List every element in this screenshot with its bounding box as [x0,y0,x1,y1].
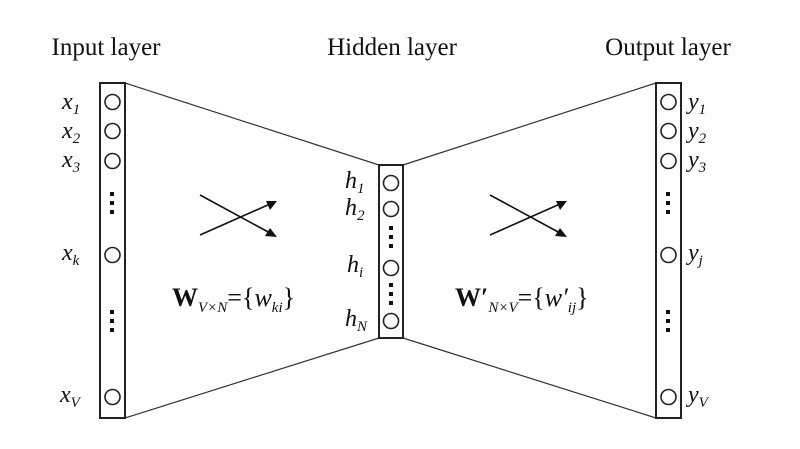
output-label: y1 [686,89,706,118]
input-node [104,388,121,406]
output-label: yV [686,382,710,411]
hidden-node [382,200,400,218]
hidden-layer-box [378,164,404,339]
weight-matrix-right-label: W′N×V={w′ij} [455,283,589,316]
input-ellipsis [110,310,114,332]
output-node [660,388,677,406]
input-node [104,122,121,140]
input-layer-title: Input layer [52,34,162,61]
input-label: xV [59,382,82,411]
input-layer-box [99,82,126,419]
hidden-label: hN [345,306,368,335]
hidden-label: h2 [345,195,365,224]
edge-output-top [402,82,657,166]
weight-matrix-left-label: WV×N={wki} [172,283,295,316]
input-label: x1 [61,89,80,118]
hidden-layer-title: Hidden layer [327,34,457,61]
input-label: x3 [61,147,80,176]
hidden-node [382,174,400,192]
output-label: y2 [686,118,707,147]
output-layer-box [655,82,682,419]
output-layer-title: Output layer [605,34,731,61]
edge-input-top [124,82,380,166]
output-label: yj [686,240,703,269]
input-layer [99,82,126,419]
hidden-layer [378,164,404,339]
hidden-node [382,312,400,330]
input-ellipsis [110,192,114,214]
hidden-ellipsis [389,226,393,248]
input-node [104,93,121,111]
input-label: xk [61,240,80,269]
output-node [660,122,677,140]
output-ellipsis [666,310,670,332]
input-label: x2 [61,118,81,147]
edge-input-bottom [124,337,380,419]
hidden-node [382,259,400,277]
output-node [660,93,677,111]
input-node [104,246,121,264]
hidden-label: h1 [345,168,365,197]
hidden-ellipsis [389,283,393,305]
edge-output-bottom [402,337,657,419]
input-node [104,152,121,170]
output-layer [655,82,682,419]
output-label: y3 [686,147,706,176]
output-node [660,246,677,264]
crossed-arrows-icon [199,194,277,237]
crossed-arrows-icon [489,194,567,237]
output-node [660,152,677,170]
output-ellipsis [666,192,670,214]
hidden-label: hi [347,252,363,281]
